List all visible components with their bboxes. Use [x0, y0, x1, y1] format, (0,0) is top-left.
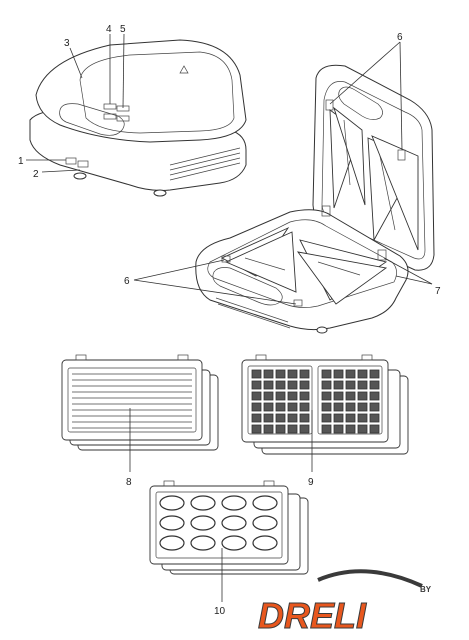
dreli-logo: DRELI BY — [258, 569, 432, 637]
waffle-cell — [287, 402, 298, 412]
oval-cell — [190, 495, 216, 511]
waffle-cell — [357, 380, 368, 390]
oval-cell — [159, 495, 185, 511]
waffle-cell — [321, 424, 332, 434]
waffle-cell — [275, 380, 286, 390]
waffle-cell — [275, 413, 286, 423]
waffle-cell — [275, 424, 286, 434]
waffle-cell — [263, 380, 274, 390]
waffle-cell — [287, 413, 298, 423]
grill-plate — [61, 354, 219, 451]
callout-9: 9 — [308, 477, 314, 488]
callout-8: 8 — [126, 477, 132, 488]
waffle-cell — [275, 391, 286, 401]
waffle-cell — [333, 391, 344, 401]
oval-plate — [149, 480, 309, 575]
closed-appliance — [29, 39, 247, 197]
logo-wordmark: DRELI — [258, 595, 367, 636]
waffle-cell — [357, 369, 368, 379]
waffle-cell — [321, 391, 332, 401]
callout-4: 4 — [106, 24, 112, 35]
waffle-cell — [263, 413, 274, 423]
waffle-cell — [251, 413, 262, 423]
waffle-cell — [345, 413, 356, 423]
waffle-cell — [357, 402, 368, 412]
waffle-cell — [299, 424, 310, 434]
oval-cell — [252, 535, 278, 551]
waffle-cell — [369, 413, 380, 423]
waffle-cell — [299, 413, 310, 423]
waffle-cell — [369, 391, 380, 401]
oval-cell — [190, 515, 216, 531]
waffle-plate — [241, 354, 409, 455]
waffle-cell — [275, 369, 286, 379]
waffle-cell — [333, 369, 344, 379]
waffle-cell — [369, 402, 380, 412]
waffle-cell — [251, 424, 262, 434]
waffle-cell — [333, 380, 344, 390]
waffle-cell — [357, 413, 368, 423]
waffle-cell — [299, 391, 310, 401]
grill-ribs — [72, 373, 192, 429]
waffle-cell — [345, 391, 356, 401]
waffle-cell — [299, 369, 310, 379]
callout-3: 3 — [64, 38, 70, 49]
oval-cell — [190, 535, 216, 551]
waffle-cell — [251, 380, 262, 390]
waffle-cell — [333, 402, 344, 412]
waffle-cell — [333, 413, 344, 423]
oval-cell — [159, 515, 185, 531]
waffle-cell — [263, 402, 274, 412]
oval-cell — [252, 495, 278, 511]
logo-swoosh — [317, 569, 423, 588]
callout-2: 2 — [33, 169, 39, 180]
oval-cell — [221, 515, 247, 531]
waffle-cell — [287, 391, 298, 401]
waffle-cell — [251, 402, 262, 412]
callout-labels: 1 2 3 4 5 6 6 7 8 9 10 — [18, 24, 441, 617]
waffle-cell — [345, 402, 356, 412]
waffle-cell — [299, 380, 310, 390]
waffle-cells — [251, 369, 380, 434]
waffle-cell — [333, 424, 344, 434]
waffle-cell — [321, 413, 332, 423]
waffle-cell — [357, 424, 368, 434]
waffle-cell — [299, 402, 310, 412]
waffle-cell — [321, 380, 332, 390]
callout-10: 10 — [214, 606, 226, 617]
callout-6-bottom: 6 — [124, 276, 130, 287]
callout-6-top: 6 — [397, 32, 403, 43]
waffle-cell — [251, 369, 262, 379]
waffle-cell — [263, 391, 274, 401]
waffle-cell — [287, 380, 298, 390]
waffle-cell — [357, 391, 368, 401]
waffle-cell — [263, 369, 274, 379]
waffle-cell — [287, 369, 298, 379]
waffle-cell — [251, 391, 262, 401]
waffle-cell — [369, 380, 380, 390]
waffle-cell — [369, 424, 380, 434]
oval-cell — [221, 535, 247, 551]
waffle-cell — [345, 369, 356, 379]
oval-cell — [252, 515, 278, 531]
oval-cells — [159, 495, 278, 551]
waffle-cell — [345, 424, 356, 434]
waffle-cell — [263, 424, 274, 434]
waffle-cell — [287, 424, 298, 434]
callout-5: 5 — [120, 24, 126, 35]
oval-cell — [221, 495, 247, 511]
waffle-cell — [345, 380, 356, 390]
open-appliance — [195, 64, 435, 334]
callout-7: 7 — [435, 286, 441, 297]
oval-cell — [159, 535, 185, 551]
waffle-cell — [275, 402, 286, 412]
waffle-cell — [321, 402, 332, 412]
waffle-cell — [321, 369, 332, 379]
logo-superscript: BY — [420, 585, 432, 594]
callout-1: 1 — [18, 156, 24, 167]
waffle-cell — [369, 369, 380, 379]
leader-lines — [26, 33, 433, 602]
